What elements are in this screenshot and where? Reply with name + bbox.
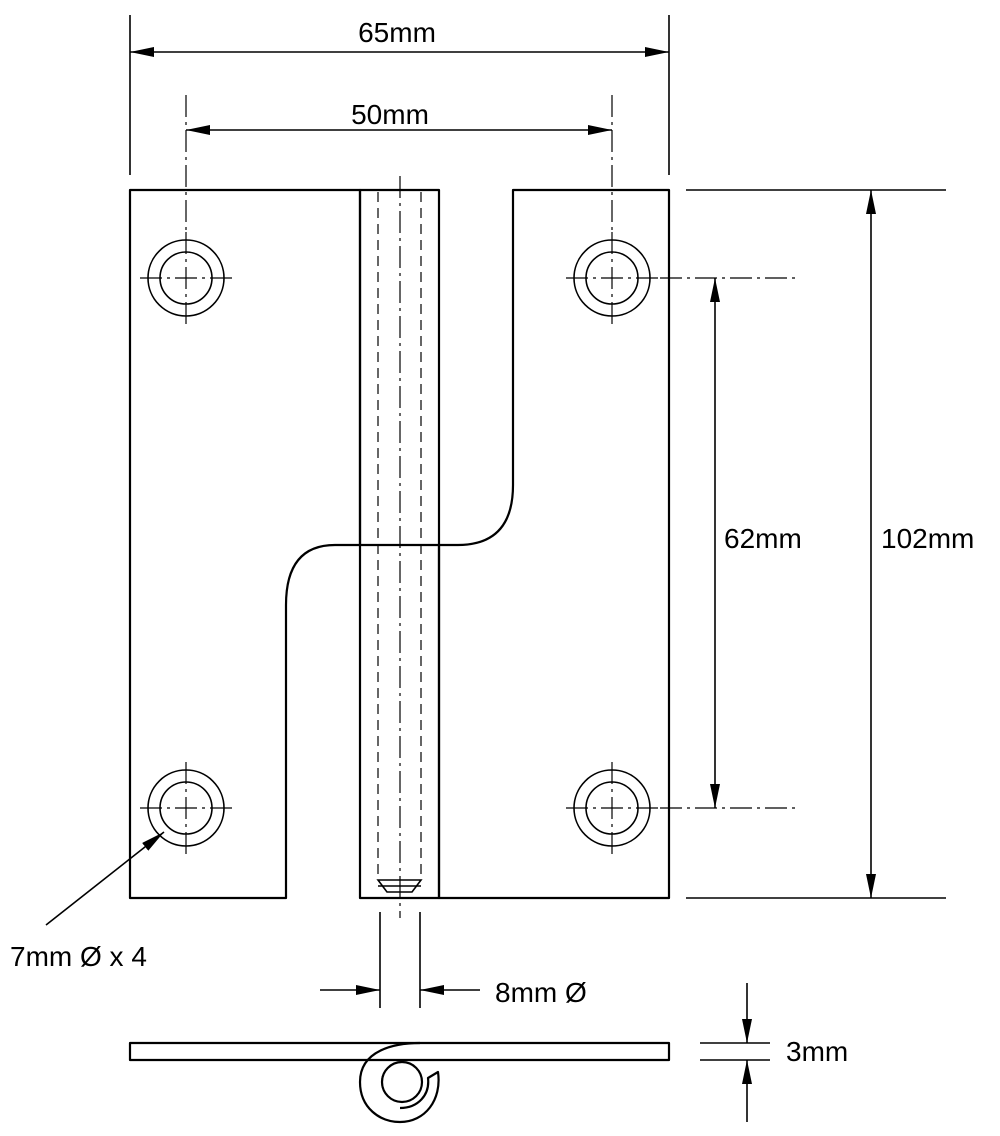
hinge-front-view — [128, 176, 671, 918]
side-view-knuckle-curl — [358, 1041, 440, 1124]
hole-diameter-label: 7mm Ø x 4 — [10, 941, 147, 972]
side-view-leaf — [128, 1041, 671, 1062]
screw-hole-bottom-right — [566, 762, 660, 856]
overall-width-label: 65mm — [358, 17, 436, 48]
dimension-pin-diameter: 8mm Ø — [320, 912, 587, 1008]
dimension-thickness: 3mm — [700, 983, 848, 1122]
overall-height-label: 102mm — [881, 523, 974, 554]
hinge-side-view — [128, 1041, 671, 1124]
side-view-pin — [380, 1060, 424, 1104]
hole-spacing-height-label: 62mm — [724, 523, 802, 554]
dimension-hole-spacing-height: 62mm — [660, 277, 802, 809]
right-leaf-outline — [437, 188, 671, 900]
screw-hole-top-right — [566, 232, 660, 328]
dimension-hole-spacing-width: 50mm — [185, 95, 613, 232]
left-leaf-outline — [128, 188, 362, 900]
dimension-overall-height: 102mm — [686, 189, 974, 899]
dimension-overall-width: 65mm — [129, 15, 670, 175]
hole-spacing-width-label: 50mm — [351, 99, 429, 130]
screw-holes — [140, 232, 660, 856]
screw-hole-top-left — [140, 232, 235, 328]
thickness-label: 3mm — [786, 1036, 848, 1067]
callout-hole-diameter: 7mm Ø x 4 — [10, 831, 165, 972]
screw-hole-bottom-left — [140, 762, 235, 856]
pin-diameter-label: 8mm Ø — [495, 977, 587, 1008]
pin-head-detail — [376, 879, 423, 893]
